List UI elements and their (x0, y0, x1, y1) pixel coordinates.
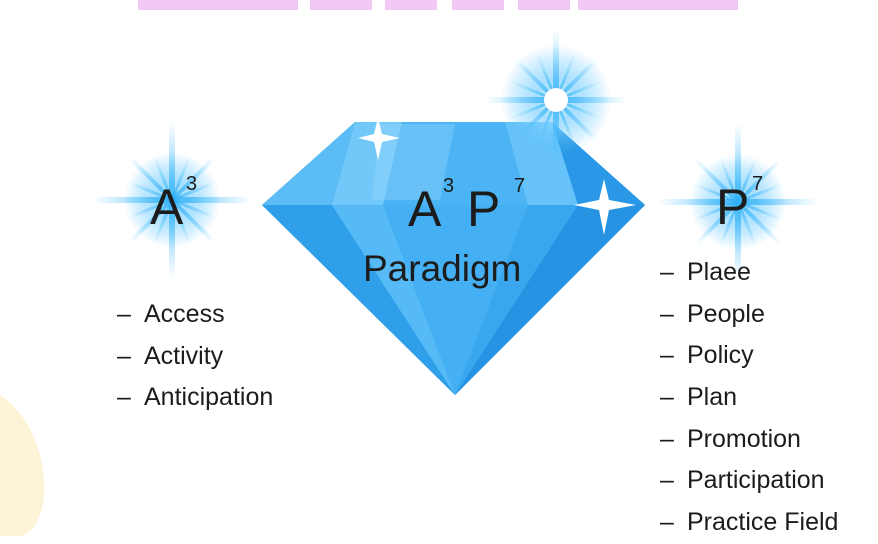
dash-icon: – (660, 508, 674, 537)
list-item-label: Plaee (687, 258, 751, 286)
dash-icon: – (660, 383, 674, 412)
dash-icon: – (660, 341, 674, 370)
left-list: –Access –Activity –Anticipation (117, 294, 273, 419)
cream-decor-shape (0, 395, 45, 536)
diamond-icon (262, 122, 645, 395)
list-item: –Practice Field (660, 502, 838, 544)
list-item-label: Promotion (687, 424, 801, 453)
list-item: –Plan (660, 377, 838, 419)
sparkle-icon (658, 124, 818, 280)
top-decor-strip (138, 0, 298, 10)
sparkle-icon (358, 118, 400, 160)
list-item-label: Access (144, 300, 225, 328)
list-item-label: Participation (687, 466, 825, 495)
center-title-a-superscript: 3 (443, 175, 455, 197)
top-decor-strip (385, 0, 437, 10)
list-item-label: Plan (687, 383, 738, 412)
sparkle-icon (574, 179, 636, 235)
top-decor-strip (452, 0, 504, 10)
top-decor-strip (518, 0, 570, 10)
list-item: –People (660, 294, 838, 336)
list-item: –Policy (660, 335, 838, 377)
top-decor-strip (310, 0, 372, 10)
list-item-label: Anticipation (144, 383, 274, 412)
dash-icon: – (660, 299, 674, 328)
dash-icon: – (117, 341, 131, 370)
left-title-letter: A (150, 179, 184, 235)
list-item: –Access (117, 294, 273, 336)
list-item: –Plaee (660, 252, 838, 294)
right-title-superscript: 7 (752, 173, 764, 195)
top-decor-strip (578, 0, 738, 10)
list-item: –Activity (117, 336, 273, 378)
dash-icon: – (117, 383, 131, 412)
sparkle-icon (486, 30, 626, 170)
list-item: –Anticipation (117, 377, 273, 419)
center-title-p: P (467, 181, 501, 237)
right-title: P (716, 182, 749, 232)
right-title-letter: P (716, 179, 750, 235)
sparkle-icon (92, 122, 252, 278)
list-item-label: Activity (144, 341, 224, 370)
dash-icon: – (660, 424, 674, 453)
left-title: A (150, 182, 183, 232)
center-title-p-superscript: 7 (514, 175, 526, 197)
list-item-label: Practice Field (687, 508, 839, 537)
list-item: –Promotion (660, 419, 838, 461)
right-list: –Plaee –People –Policy –Plan –Promotion … (660, 252, 838, 544)
dash-icon: – (660, 258, 674, 286)
left-title-superscript: 3 (186, 173, 198, 195)
dash-icon: – (117, 300, 131, 328)
list-item-label: Policy (687, 341, 754, 370)
center-subtitle: Paradigm (363, 248, 522, 289)
center-title-a: A (408, 181, 442, 237)
list-item-label: People (687, 299, 765, 328)
list-item: –Participation (660, 460, 838, 502)
dash-icon: – (660, 466, 674, 495)
